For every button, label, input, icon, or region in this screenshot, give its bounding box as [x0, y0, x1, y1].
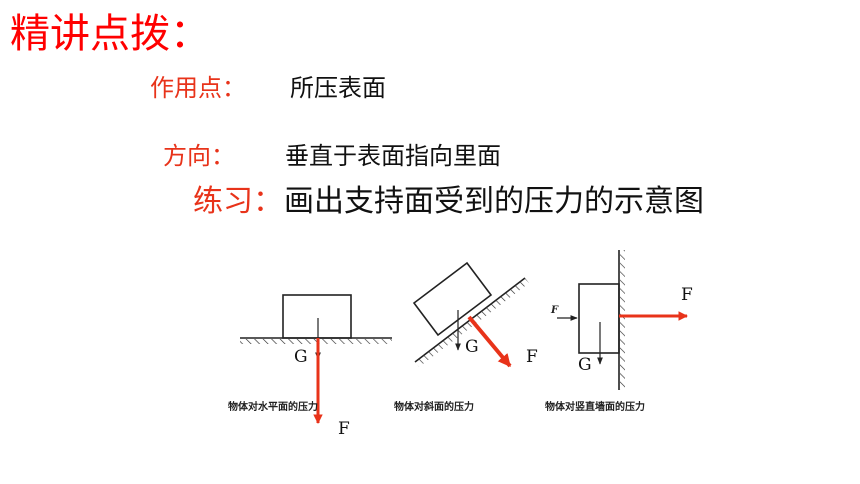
figure-caption: 物体对竖直墙面的压力 — [545, 400, 645, 413]
figure-wall: F G F 物体对竖直墙面的压力 — [545, 250, 693, 413]
block — [412, 261, 493, 337]
gravity-label: G — [465, 337, 479, 357]
point-label: 作用点： — [150, 74, 246, 102]
ground-hatch — [240, 339, 392, 344]
figure-caption: 物体对水平面的压力 — [228, 400, 318, 413]
block — [282, 294, 352, 339]
exercise-value: 画出支持面受到的压力的示意图 — [284, 184, 704, 219]
point-value: 所压表面 — [290, 74, 386, 102]
figure-incline: G F 物体对斜面的压力 — [394, 261, 538, 413]
direction-value: 垂直于表面指向里面 — [285, 142, 501, 170]
wall-hatch — [620, 250, 625, 390]
gravity-label: G — [578, 355, 592, 375]
direction-label: 方向： — [163, 142, 235, 170]
exercise-label: 练习： — [193, 184, 283, 219]
force-label: F — [681, 285, 693, 305]
gravity-label: G — [294, 347, 308, 367]
push-label: F — [550, 305, 559, 316]
pressure-arrow — [467, 315, 512, 368]
figure-caption: 物体对斜面的压力 — [394, 400, 474, 413]
figure-horizontal: G F 物体对水平面的压力 — [228, 294, 392, 439]
page-title: 精讲点拨： — [10, 11, 210, 57]
force-label: F — [338, 419, 350, 439]
block — [578, 283, 620, 354]
force-label: F — [526, 347, 538, 367]
